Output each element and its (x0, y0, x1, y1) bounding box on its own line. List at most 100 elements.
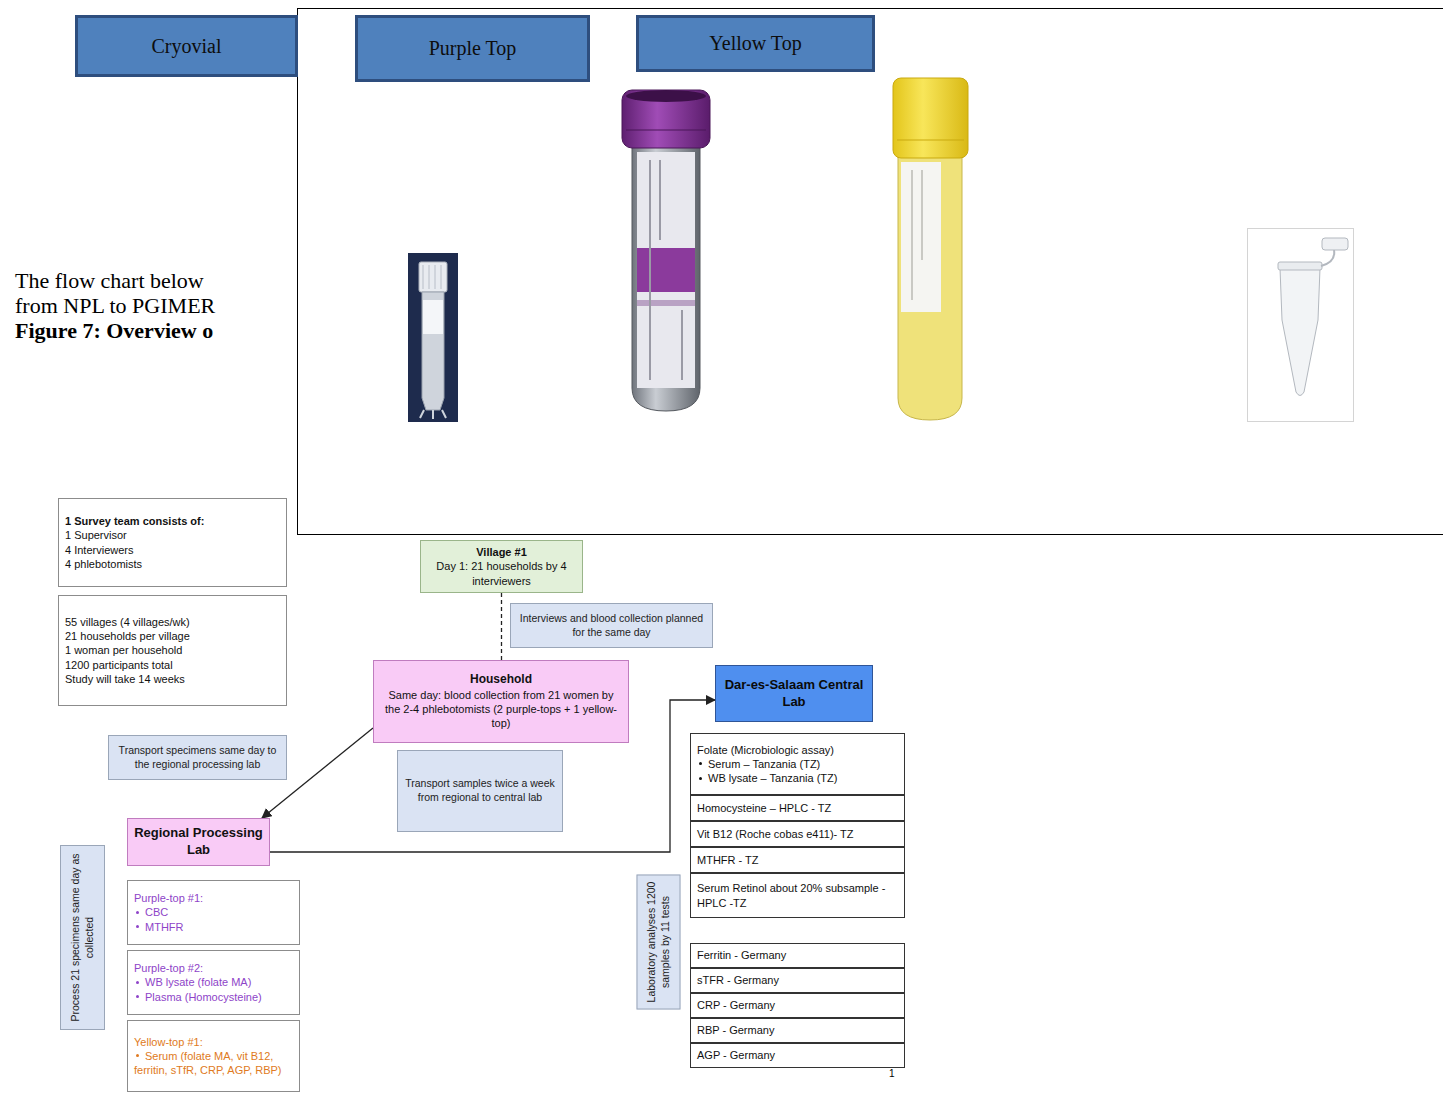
test-cell: Serum Retinol about 20% subsample - HPLC… (690, 873, 905, 918)
cap-ridge (423, 265, 424, 289)
connector-line (501, 593, 502, 660)
box-text: Purple-top #2: (134, 961, 293, 975)
cap-ridge (429, 265, 430, 289)
box-line: MTHFR (134, 920, 293, 934)
team-box: 1 Survey team consists of:1 Supervisor4 … (58, 498, 287, 587)
tube-use-box: Purple-top #1:CBCMTHFR (127, 880, 300, 945)
tube-label (901, 162, 941, 312)
box-text: RBP - Germany (697, 1023, 898, 1037)
box-text: Household (380, 672, 622, 688)
box-text: Yellow Top (643, 32, 868, 55)
tube-label-band (637, 300, 695, 306)
box-line: 1 Supervisor (65, 528, 280, 542)
page-number: 1 (889, 1068, 895, 1079)
tube-body (898, 156, 962, 420)
cap-hinge (1321, 250, 1334, 266)
tube-type-tab: Yellow Top (636, 15, 875, 72)
vial-body (422, 292, 444, 410)
box-text: CRP - Germany (697, 998, 898, 1012)
photo-frame (1248, 229, 1354, 422)
central-lab-box: Dar-es-Salaam Central Lab (715, 665, 873, 722)
box-text: Transport samples twice a week from regi… (403, 777, 557, 804)
tube-rim (1278, 262, 1322, 270)
box-text: Vit B12 (Roche cobas e411)- TZ (697, 827, 898, 841)
box-line: 21 households per village (65, 629, 280, 643)
cap-ridge (435, 265, 436, 289)
purple-top-tube-photo (622, 90, 710, 411)
tube-cap (1322, 238, 1348, 250)
vial-foot (420, 410, 446, 419)
cryovial-photo (408, 253, 458, 422)
box-line: Serum (folate MA, vit B12, ferritin, sTf… (134, 1049, 293, 1078)
box-text: sTFR - Germany (697, 973, 898, 987)
box-line: 1200 participants total (65, 658, 280, 672)
box-text: Process 21 specimens same day as collect… (68, 851, 95, 1024)
label-print (649, 160, 651, 380)
box-line: 1 woman per household (65, 643, 280, 657)
cap-ridge (626, 130, 706, 131)
village-box: Village #1Day 1: 21 households by 4 inte… (420, 540, 583, 593)
box-line: Same day: blood collection from 21 women… (380, 688, 622, 731)
test-cell: Folate (Microbiologic assay)Serum – Tanz… (690, 733, 905, 795)
box-text: Cryovial (82, 35, 291, 58)
box-text: Purple-top #1: (134, 891, 293, 905)
box-line: CBC (134, 905, 293, 919)
test-cell: Ferritin - Germany (690, 943, 905, 968)
box-line: WB lysate (folate MA) (134, 975, 293, 989)
box-line: 4 Interviewers (65, 543, 280, 557)
cap-ridge (441, 265, 442, 289)
vial-cap (419, 262, 447, 292)
box-text: Purple Top (362, 37, 583, 60)
box-text: Interviews and blood collection planned … (516, 612, 707, 639)
box-text: Ferritin - Germany (697, 948, 898, 962)
vertical-note: Process 21 specimens same day as collect… (60, 845, 105, 1030)
test-cell: Vit B12 (Roche cobas e411)- TZ (690, 821, 905, 847)
box-line: Serum – Tanzania (TZ) (697, 757, 898, 771)
tube-cap (622, 90, 710, 148)
box-text: Folate (Microbiologic assay) (697, 743, 898, 757)
label-print (681, 310, 683, 380)
study-facts-box: 55 villages (4 villages/wk)21 households… (58, 595, 287, 706)
picture-panel (298, 9, 1443, 535)
household-box: HouseholdSame day: blood collection from… (373, 660, 629, 743)
tube-label (637, 152, 695, 388)
yellow-top-tube-photo (893, 78, 968, 420)
box-text: Homocysteine – HPLC - TZ (697, 801, 898, 815)
box-text: 1 Survey team consists of: (65, 514, 280, 528)
box-text: Yellow-top #1: (134, 1035, 293, 1049)
label-print (659, 160, 661, 240)
test-cell: Homocysteine – HPLC - TZ (690, 795, 905, 821)
note-box: Transport specimens same day to the regi… (108, 735, 287, 780)
regional-lab-box: Regional Processing Lab (127, 818, 270, 866)
label-print (911, 170, 913, 300)
photo-ground (408, 253, 458, 422)
cap-top (626, 90, 706, 102)
box-text: Serum Retinol about 20% subsample - HPLC… (697, 881, 898, 910)
box-line: Study will take 14 weeks (65, 672, 280, 686)
tube-cap (893, 78, 968, 158)
note-box: Transport samples twice a week from regi… (397, 750, 563, 832)
box-line: Plasma (Homocysteine) (134, 990, 293, 1004)
test-cell: RBP - Germany (690, 1018, 905, 1043)
note-box: Interviews and blood collection planned … (510, 603, 713, 648)
vertical-note: Laboratory analyses 1200 samples by 11 t… (636, 875, 680, 1010)
tube-type-tab: Cryovial (75, 15, 298, 77)
box-text: 55 villages (4 villages/wk) (65, 615, 280, 629)
test-cell: sTFR - Germany (690, 968, 905, 993)
box-text: MTHFR - TZ (697, 853, 898, 867)
label-print (921, 170, 923, 260)
cap-ridge (897, 140, 964, 141)
box-line: Day 1: 21 households by 4 interviewers (427, 559, 576, 588)
test-cell: CRP - Germany (690, 993, 905, 1018)
vial-label (423, 300, 443, 334)
tube-type-tab: Purple Top (355, 15, 590, 82)
box-text: Dar-es-Salaam Central Lab (722, 677, 866, 711)
body-text-fragment: from NPL to PGIMER (15, 293, 215, 319)
tube-use-box: Purple-top #2:WB lysate (folate MA)Plasm… (127, 950, 300, 1015)
tube-body (632, 146, 700, 411)
tube-use-box: Yellow-top #1:Serum (folate MA, vit B12,… (127, 1020, 300, 1092)
figure-caption-fragment: Figure 7: Overview o (15, 318, 213, 344)
body-text-fragment: The flow chart below (15, 268, 204, 294)
box-text: Village #1 (427, 545, 576, 559)
